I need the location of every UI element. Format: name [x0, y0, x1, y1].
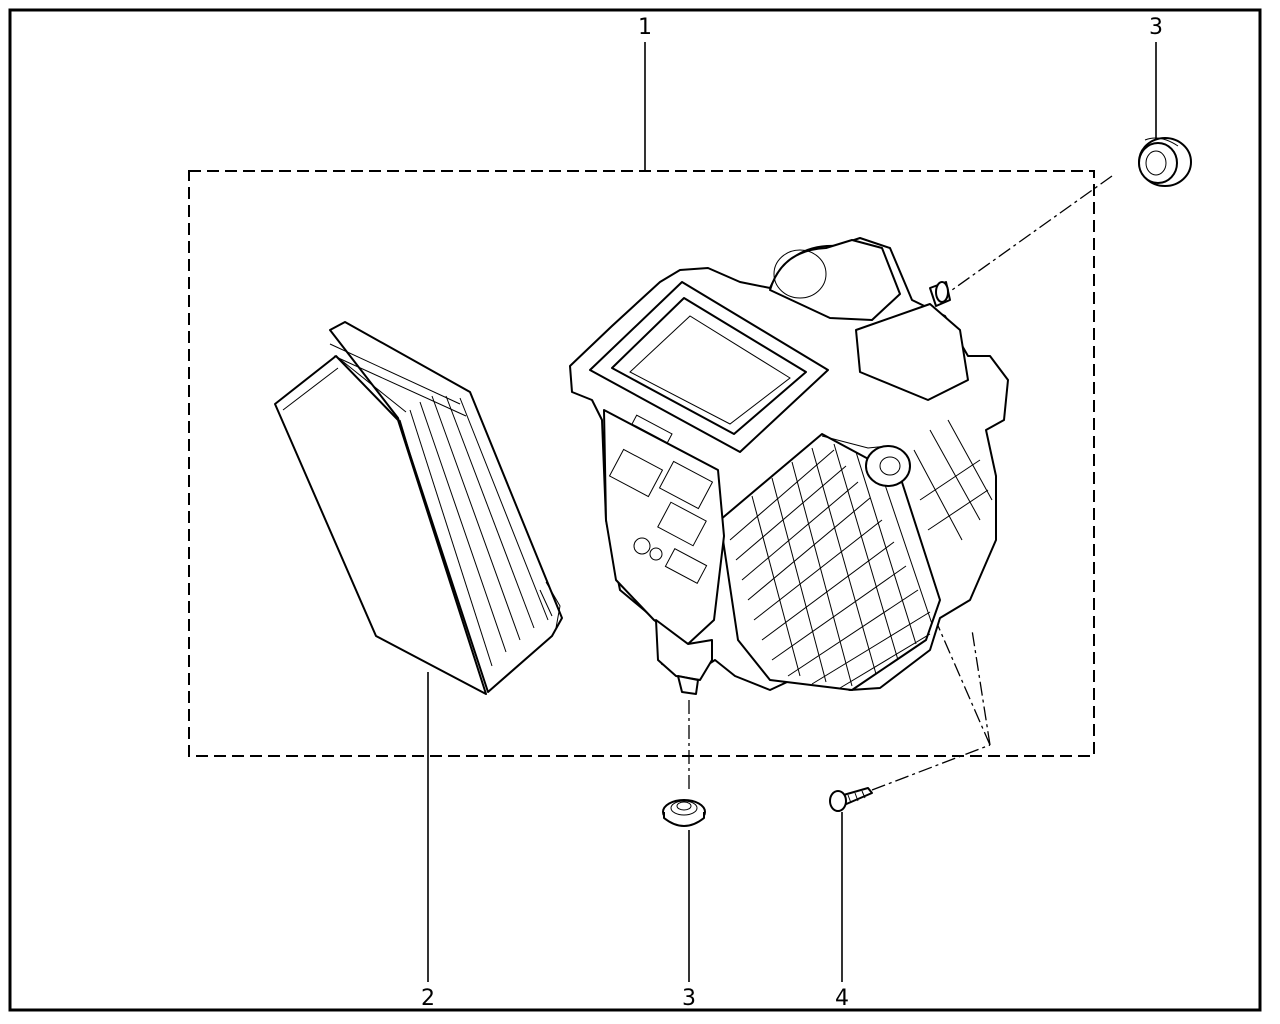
callout-4: 4: [835, 986, 849, 1011]
grommet-top-icon: [1138, 137, 1192, 187]
callout-3-top: 3: [1149, 15, 1163, 40]
axis-grommet-top: [951, 175, 1113, 291]
axis-screw: [871, 744, 991, 791]
grommet-bottom-icon: [662, 799, 706, 827]
callout-3-bottom: 3: [682, 986, 696, 1011]
diagram-frame: [8, 8, 1262, 1012]
screw-icon: [829, 787, 873, 812]
callout-1: 1: [638, 15, 652, 40]
assembly-boundary: [188, 170, 1095, 757]
axis-screw-b: [971, 629, 991, 746]
air-filter-housing-icon: [569, 237, 1009, 695]
air-filter-element-icon: [274, 321, 563, 695]
callout-2: 2: [421, 986, 435, 1011]
axis-screw-a: [931, 611, 991, 746]
